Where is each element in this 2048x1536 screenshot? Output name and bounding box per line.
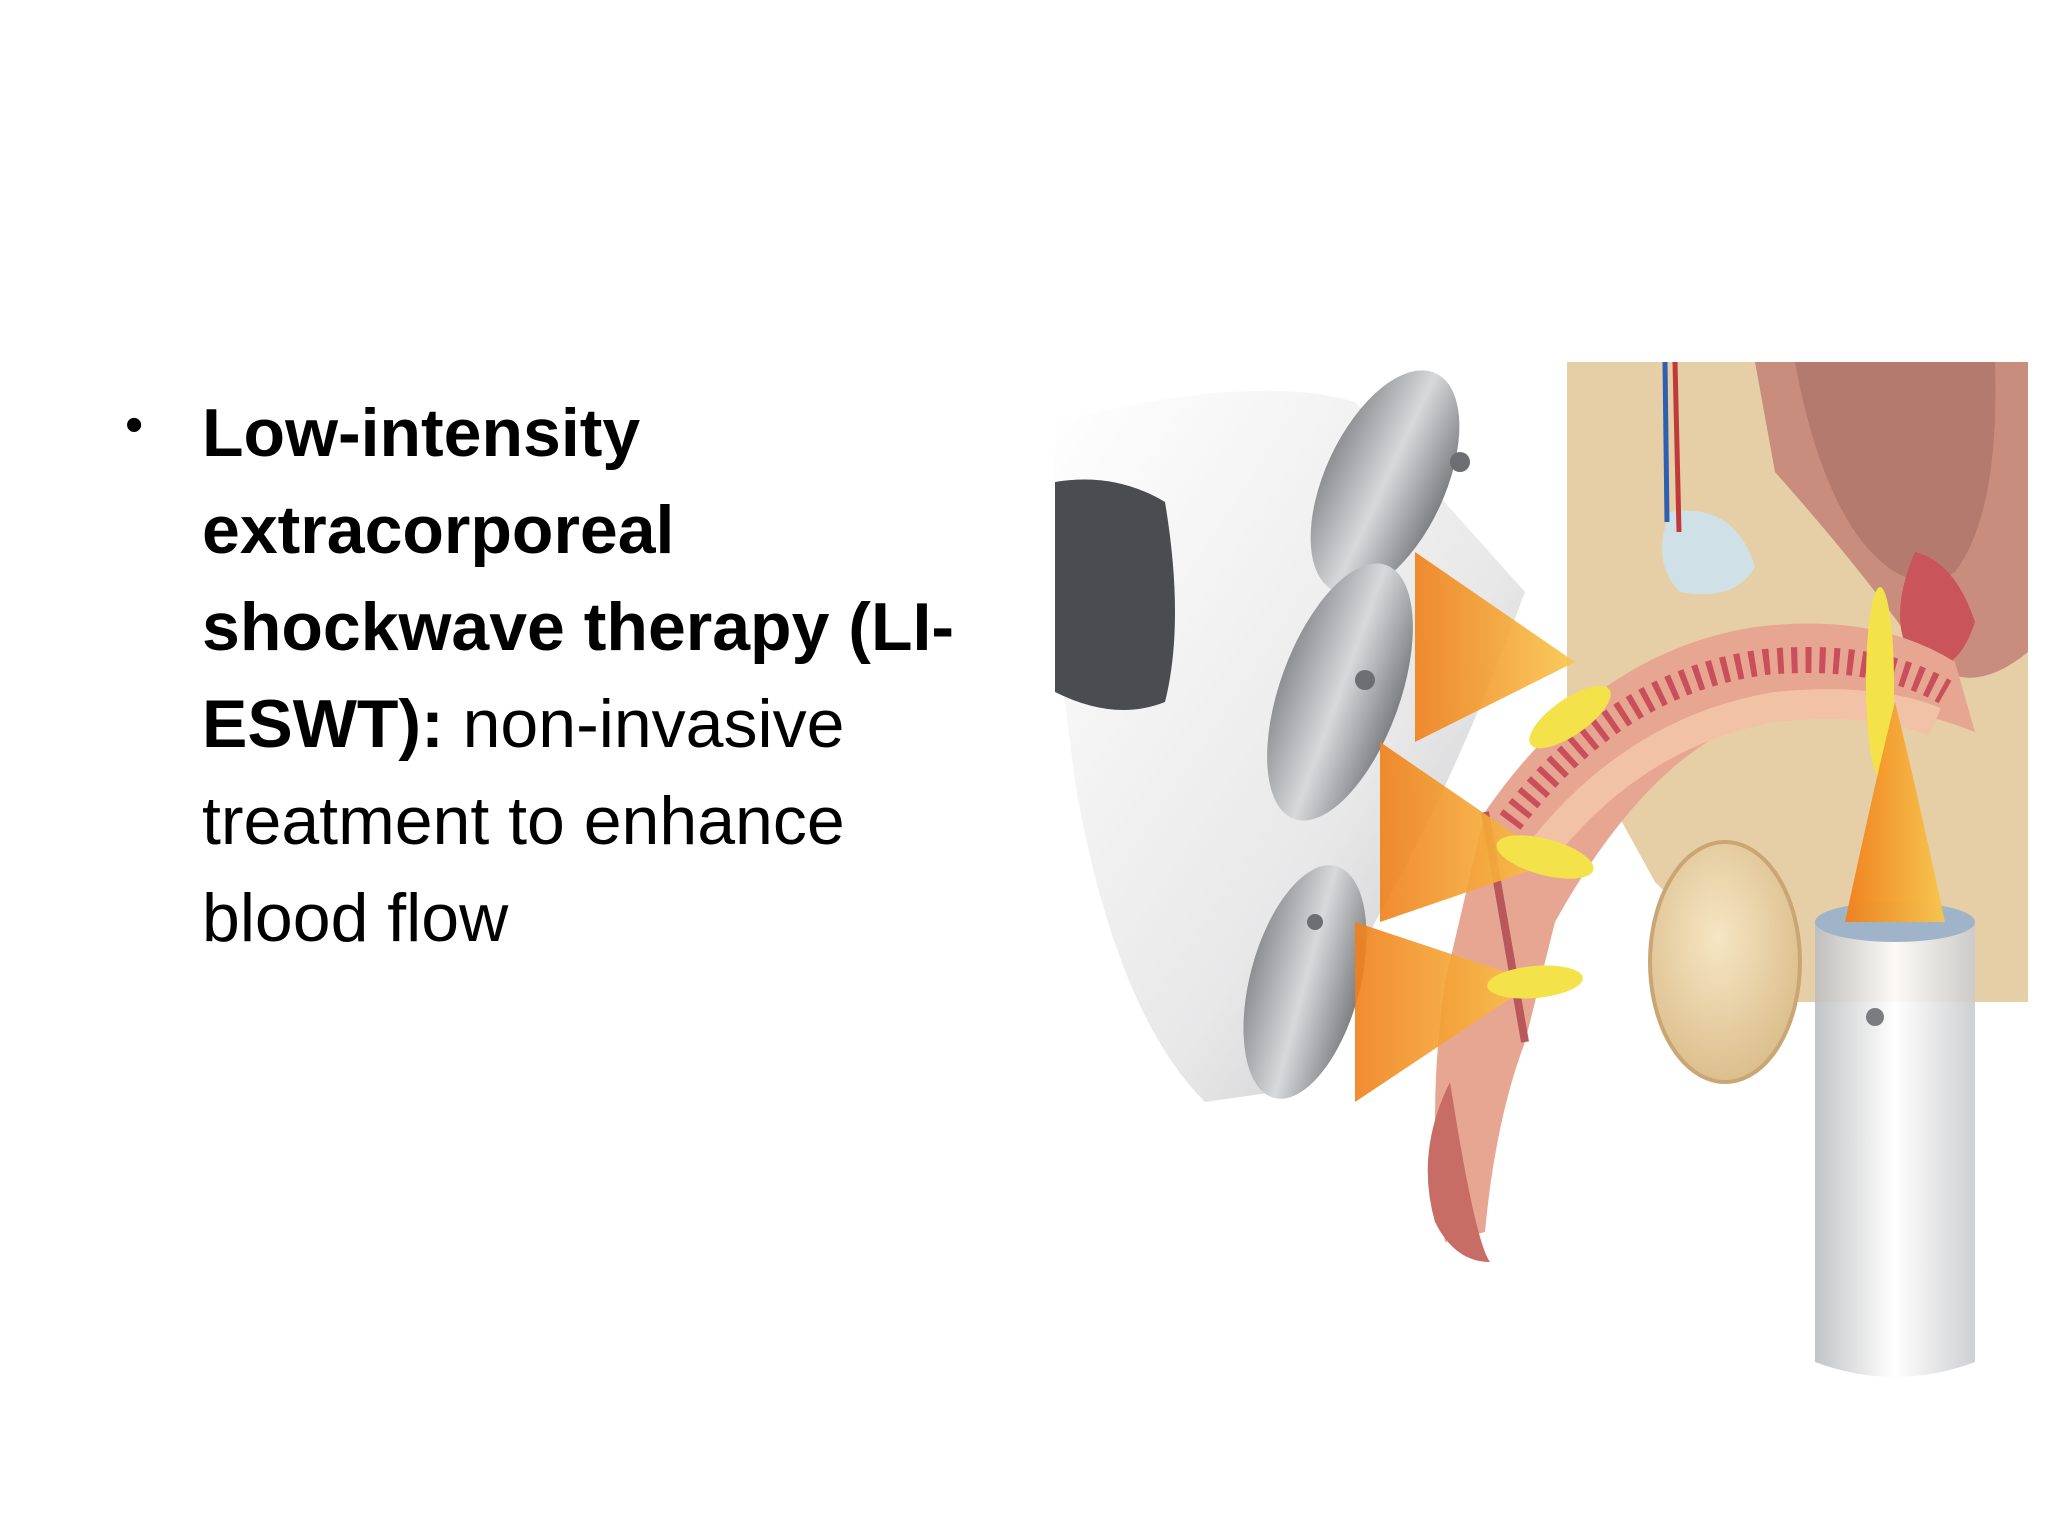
bullet-list: • Low-intensity extracorporeal shockwave… xyxy=(120,385,1000,967)
shockwave-cones xyxy=(1355,552,1575,1102)
perineal-applicator xyxy=(1815,702,1975,1377)
bullet-term: Low-intensity extracorporeal shockwave t… xyxy=(202,395,955,762)
focal-zones xyxy=(1487,587,1894,999)
bullet-marker: • xyxy=(125,396,144,454)
shockwave-applicator xyxy=(1055,370,1525,1102)
shockwave-therapy-illustration xyxy=(1055,362,2028,1392)
bullet-item: • Low-intensity extracorporeal shockwave… xyxy=(120,385,1000,967)
bullet-description: non-invasive treatment to enhance blood … xyxy=(202,686,845,956)
testis-shape xyxy=(1648,840,1802,1084)
